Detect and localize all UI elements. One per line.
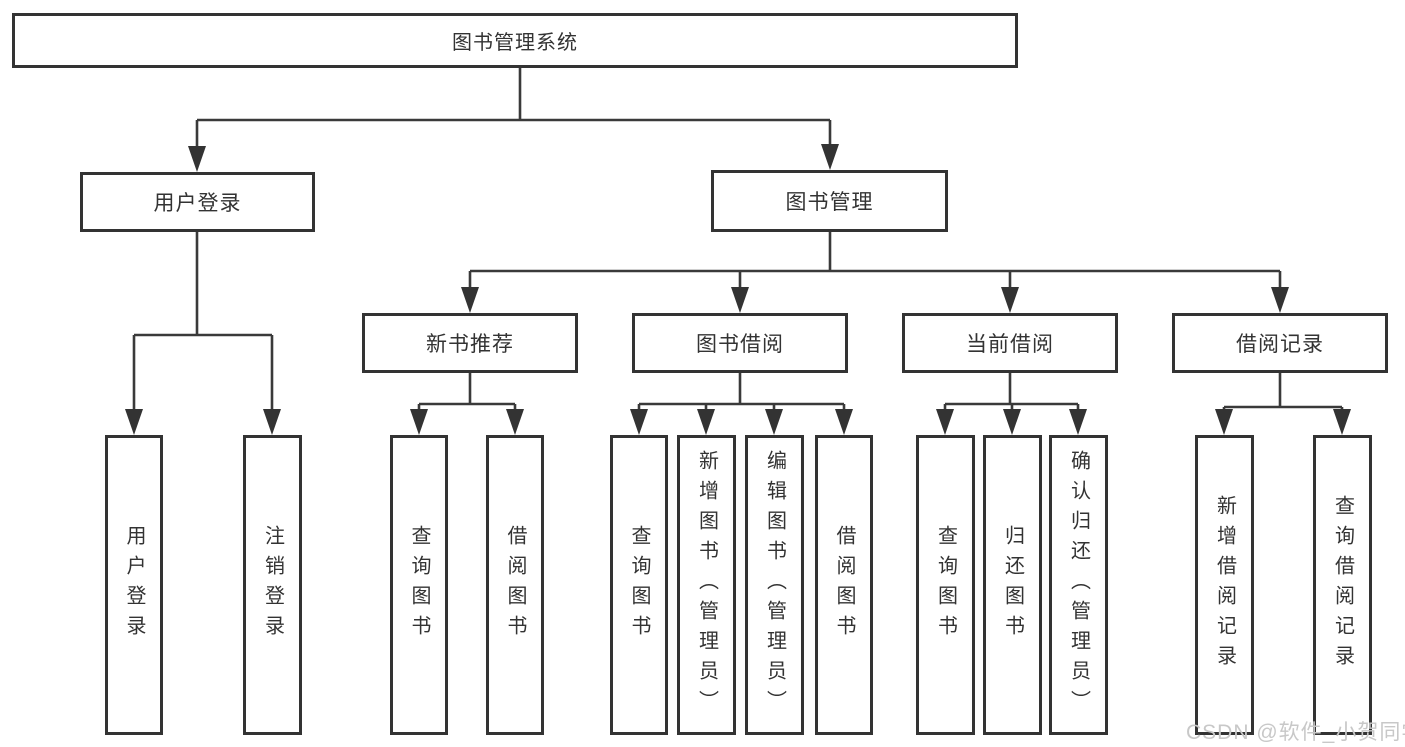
leaf-records-add-record: 新增借阅记录: [1195, 435, 1254, 735]
node-book-borrow: 图书借阅: [632, 313, 848, 373]
leaf-borrow-add-books-admin: 新增图书（管理员）: [677, 435, 736, 735]
leaf-newrec-borrow-books: 借阅图书: [486, 435, 544, 735]
leaf-records-query-record-label: 查询借阅记录: [1331, 495, 1354, 675]
node-borrow-records-label: 借阅记录: [1236, 333, 1324, 356]
connector-current-borrow-to-leaves: [936, 373, 1087, 435]
leaf-records-add-record-label: 新增借阅记录: [1213, 495, 1236, 675]
connector-new-book-recommend-to-leaves: [410, 373, 524, 435]
connector-root-to-level2: [188, 68, 839, 172]
node-user-login: 用户登录: [80, 172, 315, 232]
leaf-borrow-borrow-books: 借阅图书: [815, 435, 873, 735]
connector-book-management-to-level3: [461, 232, 1289, 313]
leaf-user-login-label: 用户登录: [123, 525, 145, 645]
leaf-user-login: 用户登录: [105, 435, 163, 735]
leaf-logout-label: 注销登录: [261, 525, 284, 645]
node-user-login-label: 用户登录: [153, 192, 242, 215]
node-current-borrow: 当前借阅: [902, 313, 1118, 373]
leaf-current-return-books: 归还图书: [983, 435, 1042, 735]
leaf-current-query-books-label: 查询图书: [934, 525, 957, 645]
leaf-borrow-edit-books-admin-label: 编辑图书（管理员）: [763, 450, 786, 720]
node-book-management-label: 图书管理: [785, 191, 874, 214]
leaf-newrec-borrow-books-label: 借阅图书: [504, 525, 526, 645]
leaf-borrow-query-books-label: 查询图书: [628, 525, 650, 645]
node-new-book-recommend: 新书推荐: [362, 313, 578, 373]
watermark: CSDN @软件_小贺同学: [1186, 721, 1405, 744]
node-new-book-recommend-label: 新书推荐: [426, 333, 514, 356]
node-root: 图书管理系统: [12, 13, 1018, 68]
leaf-borrow-add-books-admin-label: 新增图书（管理员）: [695, 450, 718, 720]
leaf-logout: 注销登录: [243, 435, 302, 735]
leaf-current-query-books: 查询图书: [916, 435, 975, 735]
node-root-label: 图书管理系统: [452, 32, 578, 54]
node-current-borrow-label: 当前借阅: [966, 333, 1054, 356]
connector-book-borrow-to-leaves: [630, 373, 853, 435]
leaf-current-confirm-return-admin: 确认归还（管理员）: [1049, 435, 1108, 735]
leaf-borrow-borrow-books-label: 借阅图书: [833, 525, 855, 645]
leaf-newrec-query-books-label: 查询图书: [408, 525, 430, 645]
node-borrow-records: 借阅记录: [1172, 313, 1388, 373]
connector-user-login-to-leaves: [125, 232, 281, 435]
connector-borrow-records-to-leaves: [1215, 373, 1351, 435]
leaf-records-query-record: 查询借阅记录: [1313, 435, 1372, 735]
leaf-current-return-books-label: 归还图书: [1001, 525, 1024, 645]
leaf-borrow-query-books: 查询图书: [610, 435, 668, 735]
node-book-management: 图书管理: [711, 170, 948, 232]
leaf-borrow-edit-books-admin: 编辑图书（管理员）: [745, 435, 804, 735]
leaf-newrec-query-books: 查询图书: [390, 435, 448, 735]
node-book-borrow-label: 图书借阅: [696, 333, 784, 356]
leaf-current-confirm-return-admin-label: 确认归还（管理员）: [1067, 450, 1090, 720]
